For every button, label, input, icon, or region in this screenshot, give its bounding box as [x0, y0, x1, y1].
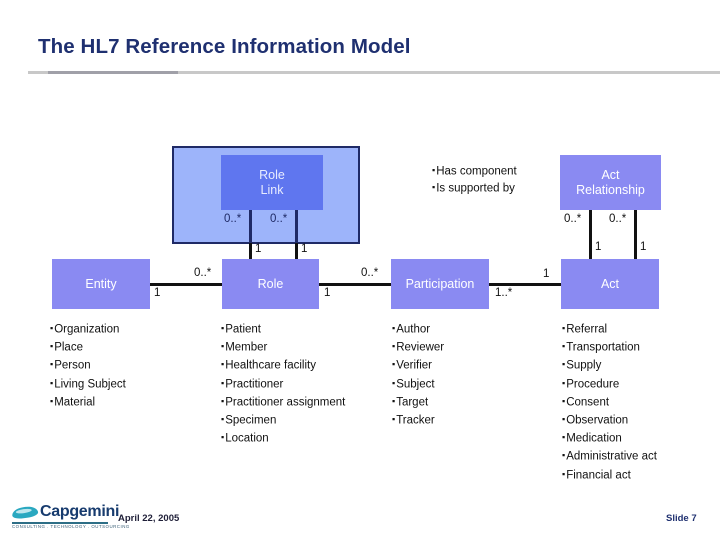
- list-item: Observation: [562, 411, 657, 429]
- list-item: Consent: [562, 393, 657, 411]
- association-lower-role-participation: 1: [324, 287, 331, 299]
- list-item: Transportation: [562, 338, 657, 356]
- list-item: Person: [50, 356, 126, 374]
- list-item: Specimen: [221, 411, 345, 429]
- title-divider-accent: [48, 71, 178, 74]
- list-item: Financial act: [562, 466, 657, 484]
- class-box-role: Role: [222, 259, 319, 309]
- capgemini-logo: Capgemini CONSULTING . TECHNOLOGY . OUTS…: [10, 503, 129, 531]
- act-relationship-left-lower-multiplicity: 1: [595, 241, 602, 253]
- act-relationship-left-multiplicity: 0..*: [564, 213, 582, 225]
- association-line-role-participation: [319, 283, 391, 286]
- act-relationship-right-multiplicity: 0..*: [609, 213, 627, 225]
- note-has-component: Has component: [432, 163, 517, 180]
- role-link-box: Role Link: [221, 155, 323, 210]
- list-item: Practitioner assignment: [221, 393, 345, 411]
- association-line-participation-act: [489, 283, 561, 286]
- list-item: Living Subject: [50, 375, 126, 393]
- list-item: Healthcare facility: [221, 356, 345, 374]
- logo-tagline: CONSULTING . TECHNOLOGY . OUTSOURCING: [12, 524, 130, 529]
- act-relationship-label-line2: Relationship: [576, 182, 645, 197]
- role-link-right-multiplicity: 0..*: [270, 213, 288, 225]
- act-relationship-right-lower-multiplicity: 1: [640, 241, 647, 253]
- list-item: Medication: [562, 429, 657, 447]
- list-item: Referral: [562, 320, 657, 338]
- role-link-leg-left: [249, 210, 252, 244]
- list-item: Author: [392, 320, 444, 338]
- role-link-left-multiplicity: 0..*: [224, 213, 242, 225]
- list-item: Reviewer: [392, 338, 444, 356]
- list-item: Target: [392, 393, 444, 411]
- list-item: Subject: [392, 375, 444, 393]
- act-relationship-box: Act Relationship: [560, 155, 661, 210]
- slide-number: Slide 7: [666, 513, 697, 524]
- role-link-label-line1: Role: [259, 167, 285, 182]
- logo-divider: [12, 522, 108, 524]
- act-item-list: Referral Transportation Supply Procedure…: [562, 320, 657, 484]
- role-link-stub-right: [295, 243, 298, 259]
- logo-wordmark: Capgemini: [40, 503, 120, 520]
- list-item: Verifier: [392, 356, 444, 374]
- association-lower-participation-act: 1..*: [495, 287, 513, 299]
- role-link-label-line2: Link: [260, 182, 284, 197]
- list-item: Organization: [50, 320, 126, 338]
- list-item: Patient: [221, 320, 345, 338]
- association-upper-entity-role: 0..*: [194, 267, 212, 279]
- list-item: Supply: [562, 356, 657, 374]
- role-link-leg-right: [295, 210, 298, 244]
- act-relationship-leg-right: [634, 210, 637, 259]
- role-link-right-lower-multiplicity: 1: [301, 243, 308, 255]
- list-item: Material: [50, 393, 126, 411]
- list-item: Place: [50, 338, 126, 356]
- note-is-supported-by: Is supported by: [432, 180, 517, 197]
- role-link-stub-left: [249, 243, 252, 259]
- list-item: Procedure: [562, 375, 657, 393]
- swoosh-icon: [11, 505, 39, 520]
- act-relationship-label-line1: Act: [601, 167, 620, 182]
- association-upper-participation-act: 1: [543, 268, 550, 280]
- list-item: Tracker: [392, 411, 444, 429]
- class-label-entity: Entity: [85, 276, 117, 291]
- role-item-list: Patient Member Healthcare facility Pract…: [221, 320, 345, 447]
- page-title: The HL7 Reference Information Model: [38, 35, 411, 58]
- class-label-participation: Participation: [405, 276, 475, 291]
- association-upper-role-participation: 0..*: [361, 267, 379, 279]
- class-label-act: Act: [600, 276, 620, 291]
- association-notes: Has component Is supported by: [432, 163, 517, 196]
- class-box-act: Act: [561, 259, 659, 309]
- class-box-entity: Entity: [52, 259, 150, 309]
- list-item: Location: [221, 429, 345, 447]
- list-item: Practitioner: [221, 375, 345, 393]
- role-link-left-lower-multiplicity: 1: [255, 243, 262, 255]
- class-box-participation: Participation: [391, 259, 489, 309]
- act-relationship-leg-left: [589, 210, 592, 259]
- class-label-role: Role: [257, 276, 284, 291]
- participation-item-list: Author Reviewer Verifier Subject Target …: [392, 320, 444, 429]
- list-item: Member: [221, 338, 345, 356]
- association-line-entity-role: [150, 283, 222, 286]
- list-item: Administrative act: [562, 447, 657, 465]
- title-divider: [28, 71, 720, 74]
- association-lower-entity-role: 1: [154, 287, 161, 299]
- entity-item-list: Organization Place Person Living Subject…: [50, 320, 126, 411]
- footer-date: April 22, 2005: [118, 513, 180, 524]
